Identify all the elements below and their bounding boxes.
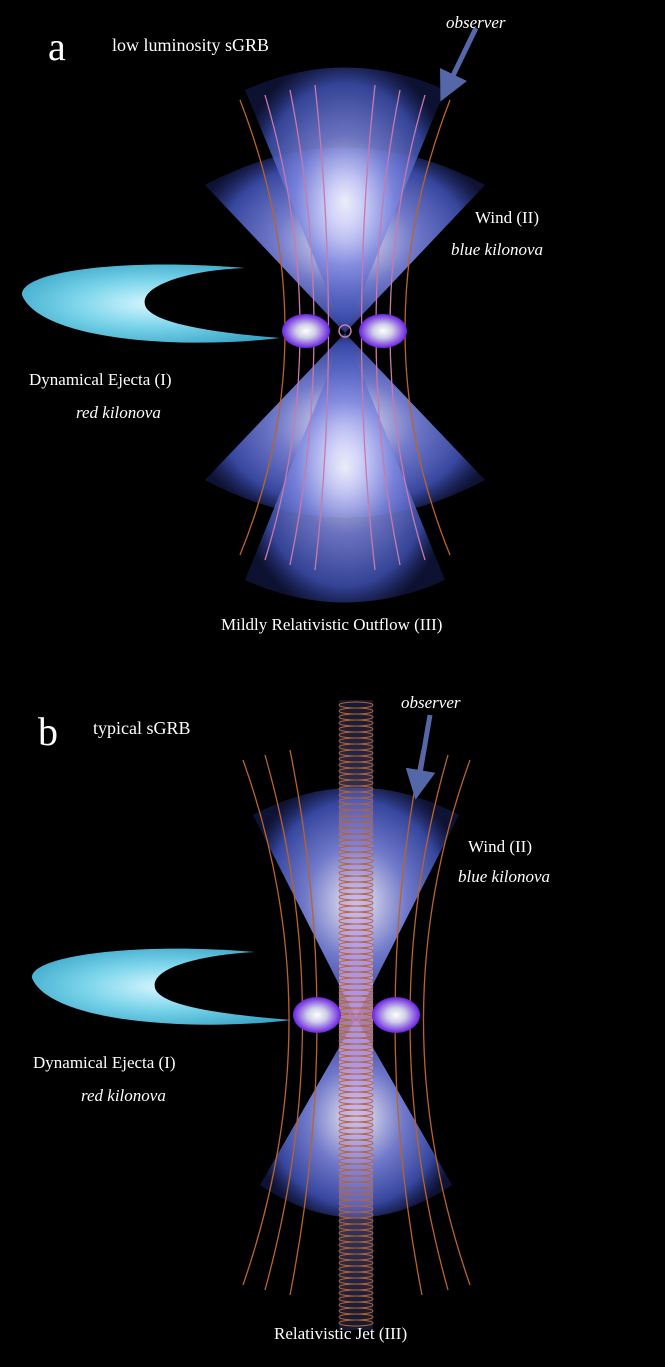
torus-icon — [293, 997, 420, 1033]
wind-sub-a: blue kilonova — [451, 240, 543, 259]
observer-arrow-icon — [440, 26, 479, 102]
dynamical-ejecta — [31, 948, 292, 1025]
wind-sub-b: blue kilonova — [458, 867, 550, 886]
torus-icon — [282, 314, 407, 348]
ejecta-sub-a: red kilonova — [76, 403, 161, 422]
panel-letter-a: a — [48, 24, 66, 69]
panel-title-a: low luminosity sGRB — [112, 35, 269, 55]
wind-cone-upper — [205, 67, 485, 333]
wind-label-b: Wind (II) — [468, 837, 532, 856]
wind-label-a: Wind (II) — [475, 208, 539, 227]
outflow-label-b: Relativistic Jet (III) — [274, 1324, 407, 1343]
jet-coil — [338, 1319, 374, 1327]
panel-a: a low luminosity sGRB observer Wind (II)… — [21, 13, 543, 634]
observer-label-b: observer — [401, 693, 461, 712]
ejecta-label-b: Dynamical Ejecta (I) — [33, 1053, 176, 1072]
ejecta-sub-b: red kilonova — [81, 1086, 166, 1105]
wind-cone-lower — [205, 333, 485, 603]
ejecta-label-a: Dynamical Ejecta (I) — [29, 370, 172, 389]
panel-title-b: typical sGRB — [93, 718, 191, 738]
panel-b: b typical sGRB observer Wind (II) blue k… — [31, 693, 550, 1343]
panel-letter-b: b — [38, 709, 58, 754]
outflow-label-a: Mildly Relativistic Outflow (III) — [221, 615, 442, 634]
observer-label-a: observer — [446, 13, 506, 32]
relativistic-jet — [338, 700, 374, 1330]
dynamical-ejecta — [21, 264, 280, 343]
observer-arrow-icon — [405, 714, 436, 800]
